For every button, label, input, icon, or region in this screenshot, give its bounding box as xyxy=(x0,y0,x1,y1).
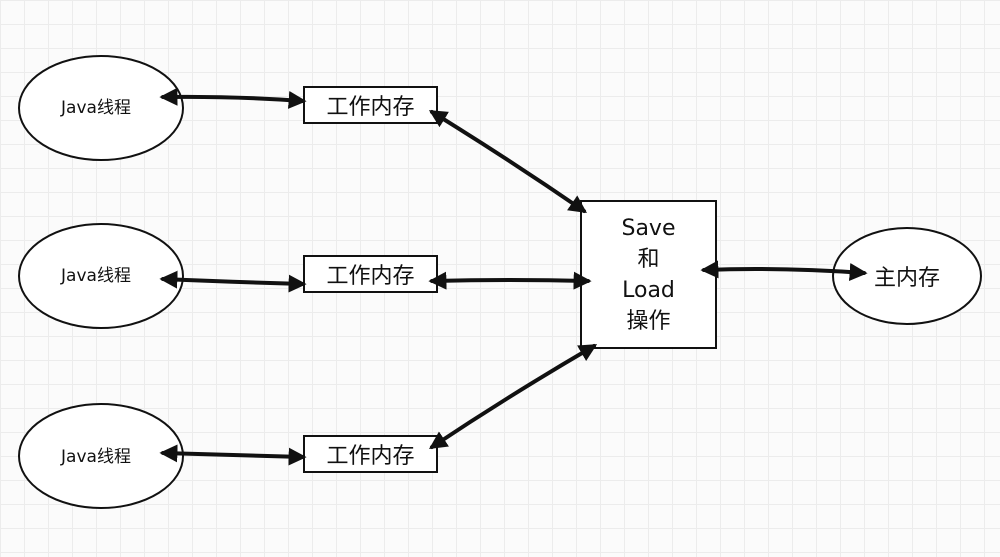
main-memory-label: 主内存 xyxy=(873,266,940,291)
operation-label-line-2: 和 xyxy=(637,246,660,272)
working-memory-box-3 xyxy=(303,435,438,473)
thread-label-1: Java线程 xyxy=(61,97,131,118)
working-memory-box-1 xyxy=(303,86,438,124)
working-memory-label-3: 工作内存 xyxy=(326,444,415,469)
arrow-thread3-memory3 xyxy=(159,444,307,466)
arrow-memory3-operation xyxy=(429,344,598,449)
operation-box xyxy=(580,200,717,349)
arrow-operation-mainmemory xyxy=(700,260,868,281)
operation-label: Save 和 Load 操作 xyxy=(581,201,716,348)
arrow-memory1-operation xyxy=(428,110,587,214)
working-memory-label-2: 工作内存 xyxy=(326,264,415,289)
operation-label-line-4: 操作 xyxy=(626,308,671,334)
arrow-memory2-operation xyxy=(428,271,592,290)
working-memory-label-1: 工作内存 xyxy=(326,95,415,120)
operation-label-line-3: Load xyxy=(622,277,675,303)
operation-label-line-1: Save xyxy=(621,215,676,241)
arrow-thread1-memory1 xyxy=(159,87,307,109)
thread-label-2: Java线程 xyxy=(61,265,131,286)
thread-label-3: Java线程 xyxy=(61,446,131,467)
arrow-thread2-memory2 xyxy=(159,270,307,293)
